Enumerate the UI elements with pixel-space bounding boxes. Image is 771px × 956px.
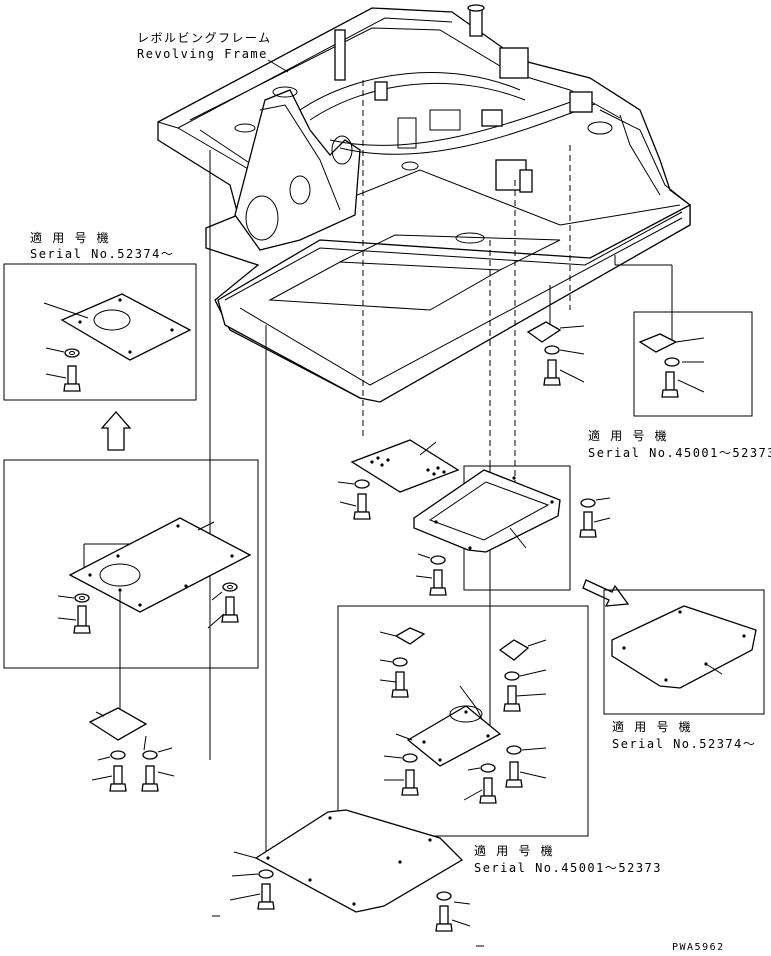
small-plate-left [88,707,175,792]
frame-label-jp: レボルビングフレーム [137,31,272,45]
arrow-up-icon [100,411,132,451]
heading-bottom-right: 適 用 号 機 [612,719,692,734]
serial-bottom-right: Serial No.52374～ [612,737,756,751]
box-right-top [633,311,753,417]
serial-mid-right: Serial No.45001～52373 [588,446,771,460]
arrow-right-icon [582,579,630,607]
heading-mid-right: 適 用 号 機 [588,428,668,443]
right-small-cover [526,321,585,386]
heading-center-bottom: 適 用 号 機 [474,843,554,858]
box-mid-left [3,459,259,669]
drawing-id: PWA5962 [672,942,725,953]
serial-top-left: Serial No.52374～ [30,247,174,261]
bottom-under-cover [212,809,484,947]
revolving-frame [157,4,691,403]
box-center-bottom [337,605,589,837]
box-top-left: 適 用 号 機 Serial No.52374～ [3,230,197,401]
serial-center-bottom: Serial No.45001～52373 [474,861,662,875]
box-bottom-right: 適 用 号 機 Serial No.52374～ [603,589,765,751]
frame-label-en: Revolving Frame [137,47,268,61]
center-plate-upper [337,439,460,520]
large-right-cover [413,465,611,596]
heading-top-left: 適 用 号 機 [30,230,110,245]
